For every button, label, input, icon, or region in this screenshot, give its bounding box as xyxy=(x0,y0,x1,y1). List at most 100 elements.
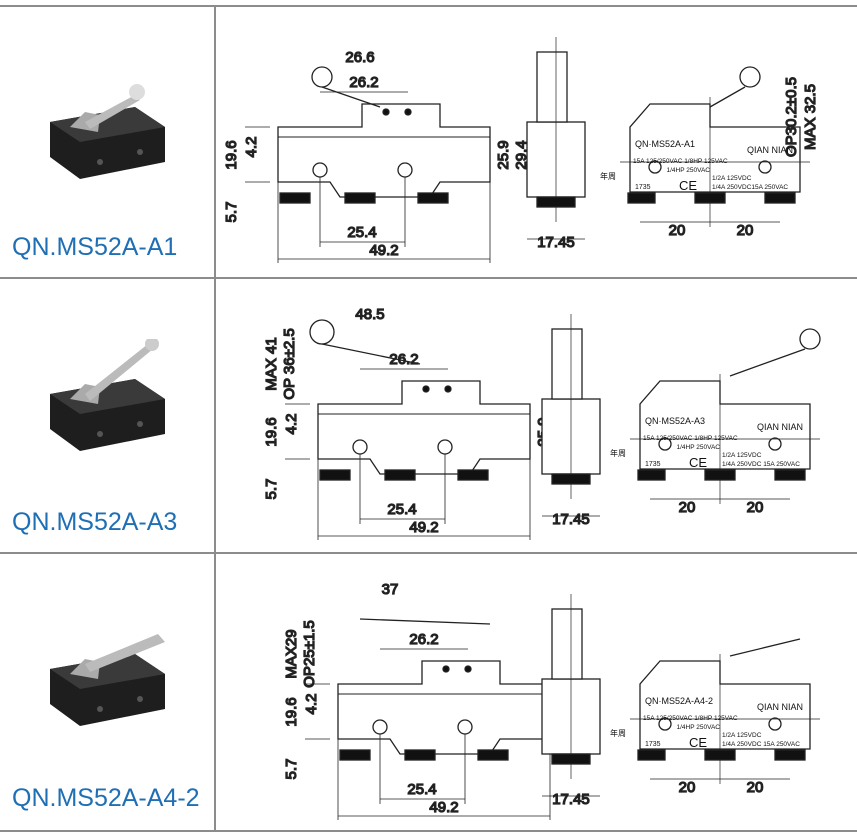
dim-max-travel: MAX29 xyxy=(283,629,300,678)
switch-outline xyxy=(277,103,491,198)
marking-brand: QIAN NIAN xyxy=(747,145,793,155)
marking-brand: QIAN NIAN xyxy=(757,422,803,432)
roller xyxy=(145,339,159,351)
switch-top xyxy=(50,379,165,414)
side-actuator xyxy=(551,608,583,680)
terminal xyxy=(477,749,509,761)
marking-rating-4: 1/4A 250VDC 15A 250VAC xyxy=(722,741,800,748)
roller xyxy=(309,319,335,345)
lever-arm xyxy=(709,86,746,108)
roller xyxy=(799,328,821,350)
mount-hole xyxy=(758,160,772,174)
dim-19-6: 19.6 xyxy=(223,140,240,169)
ce-mark: CE xyxy=(689,455,707,470)
marking-rating-2: 1/4HP 250VAC xyxy=(667,167,711,174)
mount-hole xyxy=(137,696,143,702)
lever-arm xyxy=(85,344,153,401)
dim-25-9: 25.9 xyxy=(495,140,512,169)
dim-20-left: 20 xyxy=(669,222,686,239)
dim-20-right: 20 xyxy=(737,222,754,239)
dim-25-4: 25.4 xyxy=(387,501,416,518)
product-row: QN.MS52A-A326.248.525.449.219.64.25.725.… xyxy=(0,277,857,554)
dim-max-travel: MAX 41 xyxy=(263,337,280,390)
mount-hole xyxy=(658,717,672,731)
mount-hole xyxy=(658,437,672,451)
lever-arm xyxy=(359,618,491,625)
date-code-label: 年周 xyxy=(610,448,626,458)
product-cell: QN.MS52A-A1 xyxy=(0,7,216,279)
switch-top xyxy=(50,107,165,142)
dim-25-4: 25.4 xyxy=(407,781,436,798)
side-view: 17.45 xyxy=(541,594,601,809)
pin xyxy=(422,385,430,393)
dim-operating-position: OP30.2±0.5 xyxy=(783,77,800,157)
roller xyxy=(739,66,761,88)
product-cell: QN.MS52A-A4-2 xyxy=(0,554,216,830)
marking-date: 1735 xyxy=(645,741,661,748)
terminal xyxy=(551,473,591,485)
product-row: QN.MS52A-A4-226.23725.449.219.64.25.725.… xyxy=(0,552,857,832)
dim-4-2: 4.2 xyxy=(283,414,300,435)
dim-49-2: 49.2 xyxy=(429,799,458,816)
dim-26-2: 26.2 xyxy=(409,631,438,648)
terminal xyxy=(417,192,449,204)
marking-model: QN·MS52A-A4-2 xyxy=(645,696,713,706)
dim-5-7: 5.7 xyxy=(263,479,280,500)
terminal xyxy=(551,753,591,765)
ce-mark: CE xyxy=(679,178,697,193)
dim-20-left: 20 xyxy=(679,499,696,516)
pin xyxy=(404,108,412,116)
marking-rating-2: 1/4HP 250VAC xyxy=(677,724,721,731)
dim-20-right: 20 xyxy=(747,499,764,516)
dim-20-right: 20 xyxy=(747,779,764,796)
dim-20-left: 20 xyxy=(679,779,696,796)
dim-4-2: 4.2 xyxy=(243,137,260,158)
marking-rating-4: 1/4A 250VDC15A 250VAC xyxy=(712,184,788,191)
mount-hole xyxy=(648,160,662,174)
marking-rating-3: 1/2A 125VDC xyxy=(712,175,752,182)
lever-arm xyxy=(729,348,806,377)
terminal xyxy=(279,192,311,204)
side-view: 17.45 xyxy=(526,37,586,252)
side-view: 17.45 xyxy=(541,314,601,529)
dim-4-2: 4.2 xyxy=(303,694,320,715)
dim-17-45: 17.45 xyxy=(552,791,590,808)
marking-date: 1735 xyxy=(635,184,651,191)
dim-17-45: 17.45 xyxy=(537,234,575,251)
lever-arm xyxy=(729,638,801,657)
dim-operating-position: OP25±1.5 xyxy=(301,620,318,687)
terminal xyxy=(319,469,351,481)
side-actuator xyxy=(536,51,568,123)
terminal xyxy=(404,749,436,761)
dim-26-2: 26.2 xyxy=(349,74,378,91)
model-label: QN.MS52A-A3 xyxy=(12,508,178,536)
terminal xyxy=(344,192,376,204)
terminal xyxy=(704,749,736,761)
marking-rating-1: 15A 125/250VAC 1/8HP 125VAC xyxy=(633,158,728,165)
dimension-drawing: 26.248.525.449.219.64.25.725.929.4MAX 41… xyxy=(262,305,821,540)
terminal xyxy=(774,469,806,481)
pin xyxy=(382,108,390,116)
switch-outline xyxy=(317,380,531,475)
dim-lever-length: 37 xyxy=(382,581,399,598)
model-label: QN.MS52A-A1 xyxy=(12,233,178,261)
ce-mark: CE xyxy=(689,735,707,750)
mount-hole xyxy=(137,421,143,427)
switch-outline xyxy=(337,660,551,755)
dim-49-2: 49.2 xyxy=(369,242,398,259)
terminal xyxy=(637,469,666,481)
lever-arm xyxy=(85,95,140,129)
switch-top xyxy=(50,654,165,689)
dim-5-7: 5.7 xyxy=(283,759,300,780)
dim-operating-position: OP 36±2.5 xyxy=(281,328,298,399)
marking-rating-3: 1/2A 125VDC xyxy=(722,732,762,739)
terminal xyxy=(384,469,416,481)
marking-model: QN·MS52A-A3 xyxy=(645,416,705,426)
product-photo xyxy=(50,634,165,726)
